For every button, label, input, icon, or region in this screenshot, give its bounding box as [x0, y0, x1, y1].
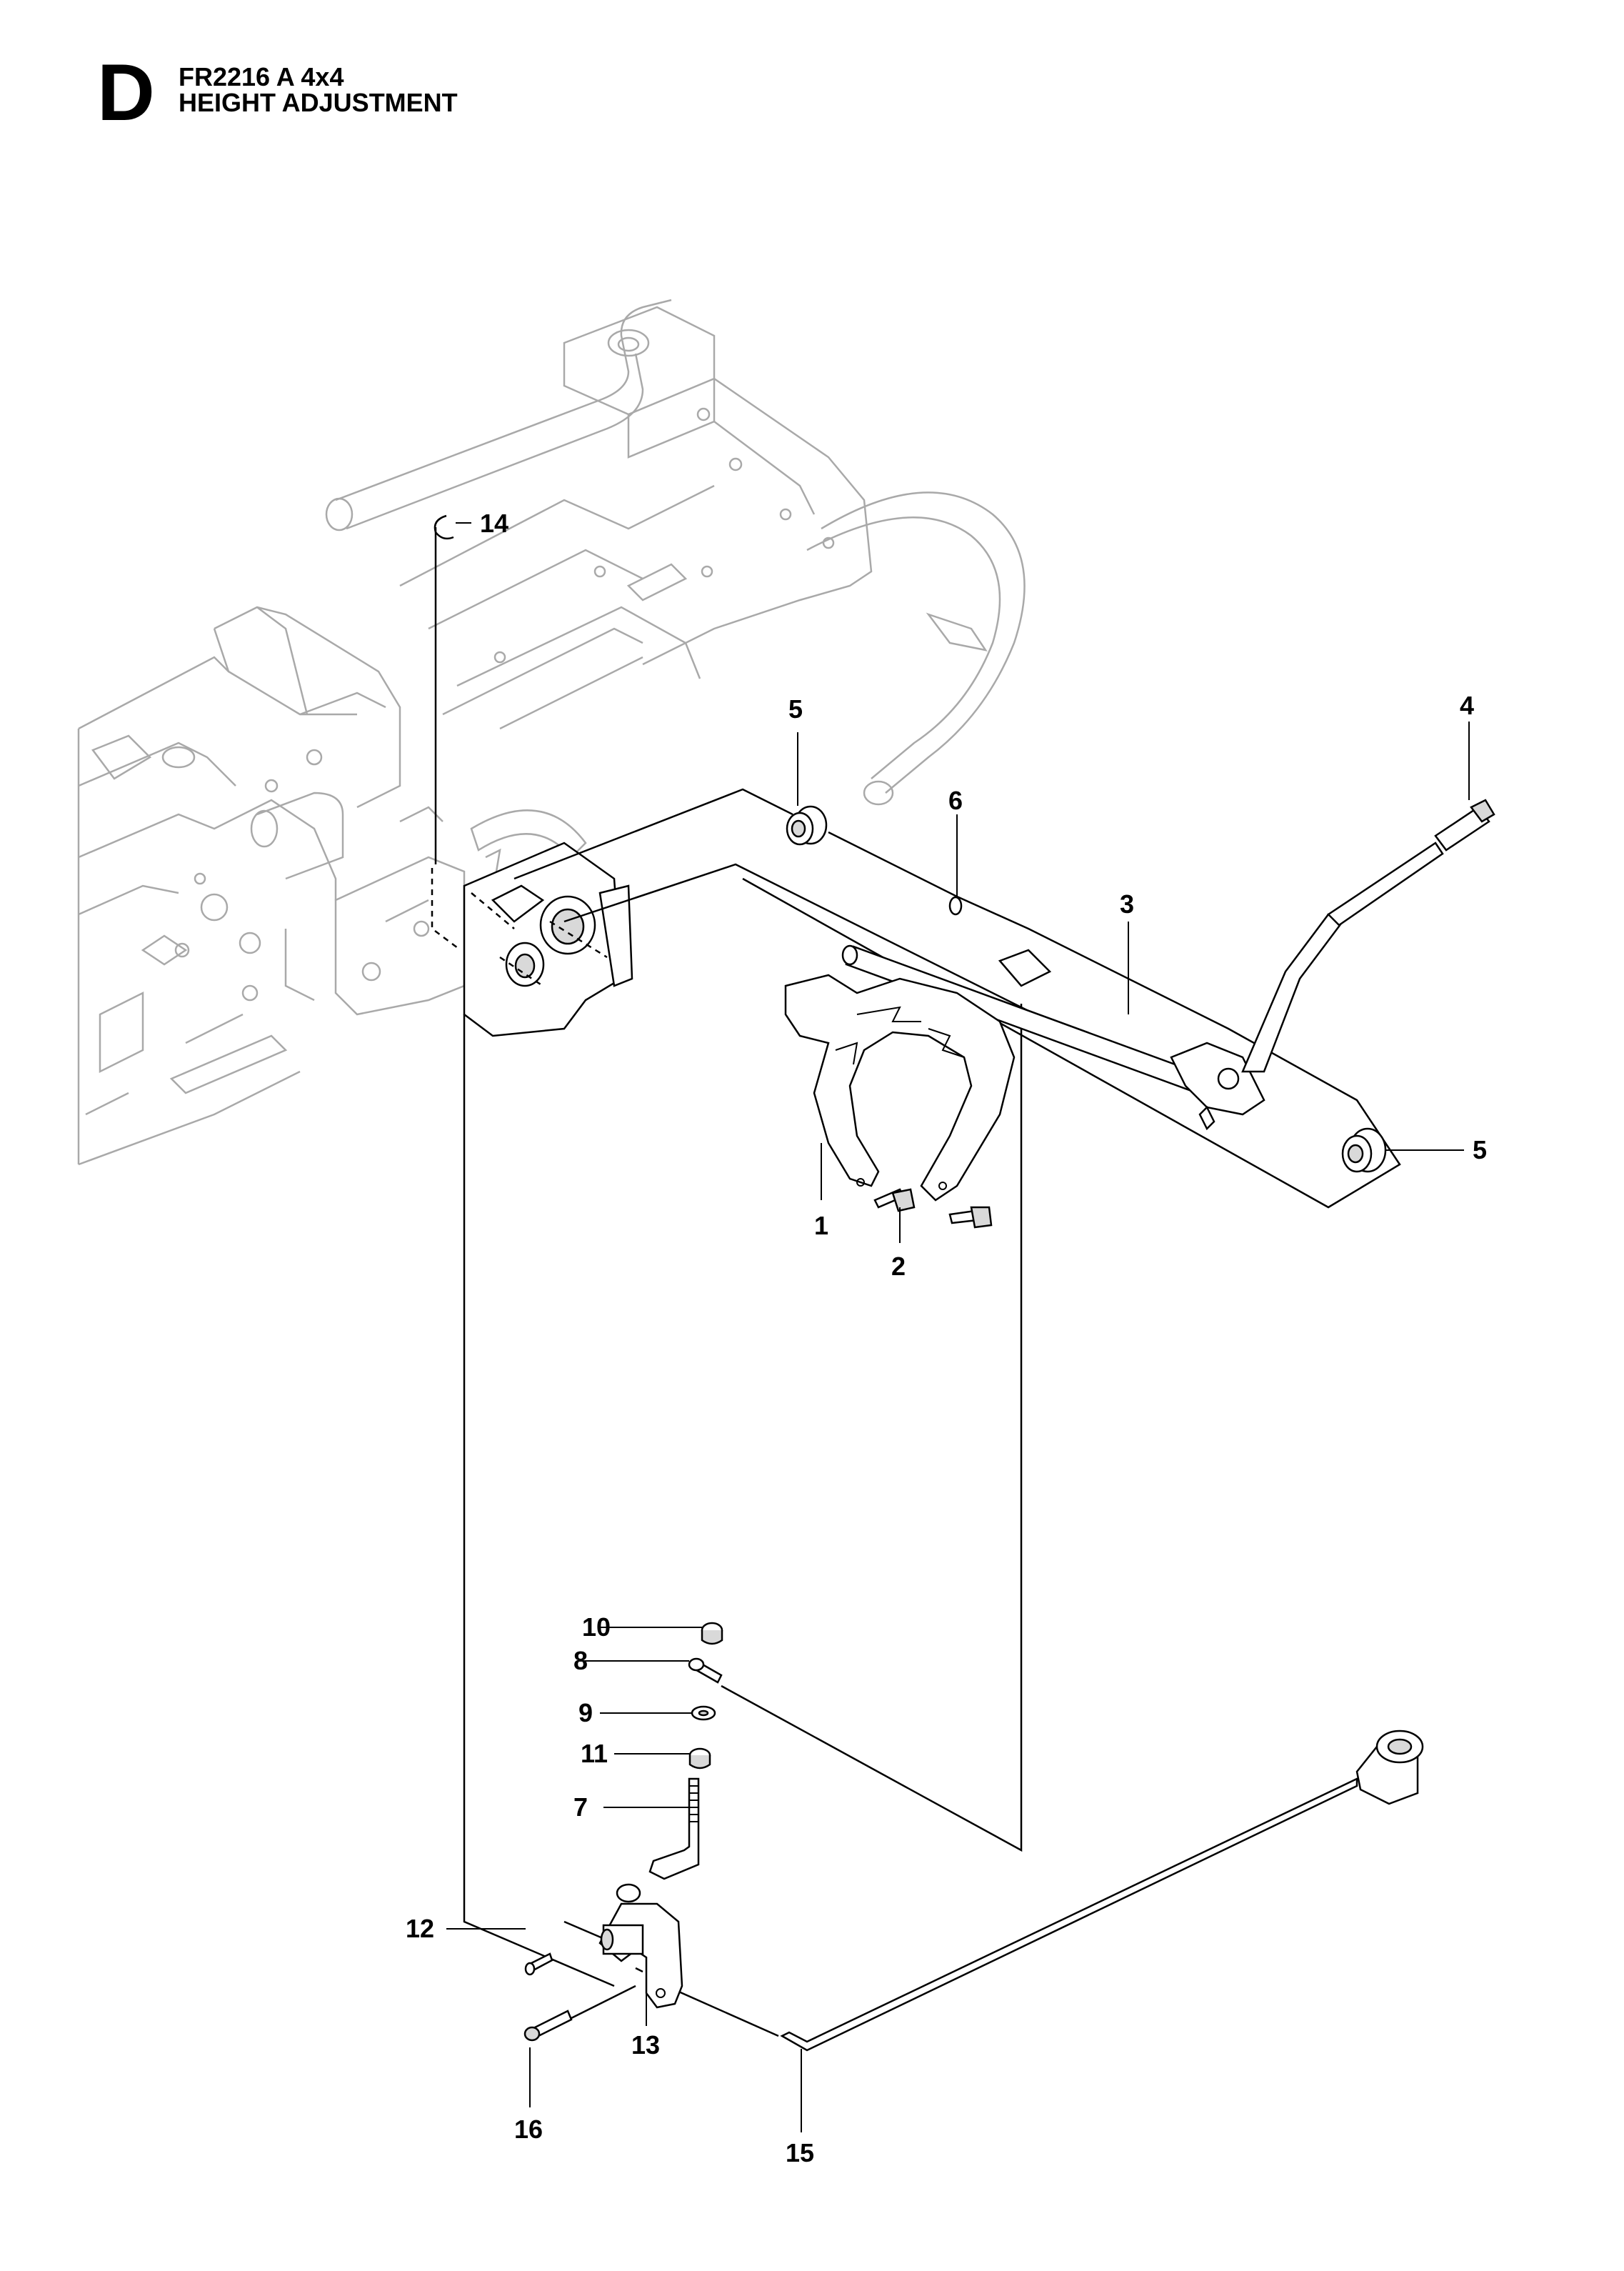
callout-1: 1 — [814, 1211, 828, 1240]
callout-16: 16 — [514, 2115, 543, 2144]
part-15-lift-rod — [780, 1730, 1424, 2052]
section-title: HEIGHT ADJUSTMENT — [179, 88, 458, 117]
callout-15: 15 — [786, 2138, 814, 2167]
tractor-frame-ghost — [77, 299, 1026, 1166]
part-7-threaded-rod — [648, 1777, 700, 1880]
part-6-clip — [948, 896, 963, 916]
callout-5-bottom: 5 — [1473, 1135, 1487, 1164]
callout-numbers: 14 5 6 3 4 5 1 2 10 8 9 11 7 12 13 16 15 — [406, 509, 1487, 2167]
callout-10: 10 — [582, 1612, 611, 1642]
part-16-clevis-pin — [523, 2010, 573, 2042]
callout-8: 8 — [573, 1646, 588, 1675]
callout-3: 3 — [1120, 889, 1134, 919]
part-5-bushing-bottom — [1341, 1127, 1387, 1173]
part-3-lift-shaft — [841, 842, 1444, 1131]
part-14-clip — [433, 514, 454, 540]
callout-11: 11 — [581, 1739, 608, 1768]
callout-leaders — [446, 522, 1470, 2132]
callout-4: 4 — [1460, 691, 1474, 720]
callout-14: 14 — [480, 509, 508, 538]
part-10-nut — [701, 1622, 723, 1645]
callout-5-top: 5 — [788, 694, 803, 724]
model-name: FR2216 A 4x4 — [179, 62, 344, 91]
pivot-bracket — [463, 842, 633, 1037]
explosion-lines — [434, 527, 1401, 2037]
callout-9: 9 — [578, 1698, 593, 1727]
header: D FR2216 A 4x4 HEIGHT ADJUSTMENT — [0, 0, 1624, 143]
part-11-nut — [688, 1747, 711, 1770]
part-2-bolts — [873, 1188, 993, 1229]
part-8-pin — [688, 1657, 723, 1684]
callout-12: 12 — [406, 1914, 434, 1943]
part-1-guide-plate — [784, 974, 1016, 1202]
part-12-cotter-pin — [524, 1952, 553, 1976]
section-letter: D — [97, 48, 155, 137]
callout-13: 13 — [631, 2030, 660, 2060]
part-9-washer — [691, 1705, 716, 1721]
callout-2: 2 — [891, 1252, 906, 1281]
part-5-bushing-top — [786, 805, 828, 846]
part-4-handle-grip — [1434, 799, 1495, 852]
callout-6: 6 — [948, 786, 963, 815]
part-13-bellcrank — [598, 1883, 683, 2009]
callout-7: 7 — [573, 1792, 588, 1822]
